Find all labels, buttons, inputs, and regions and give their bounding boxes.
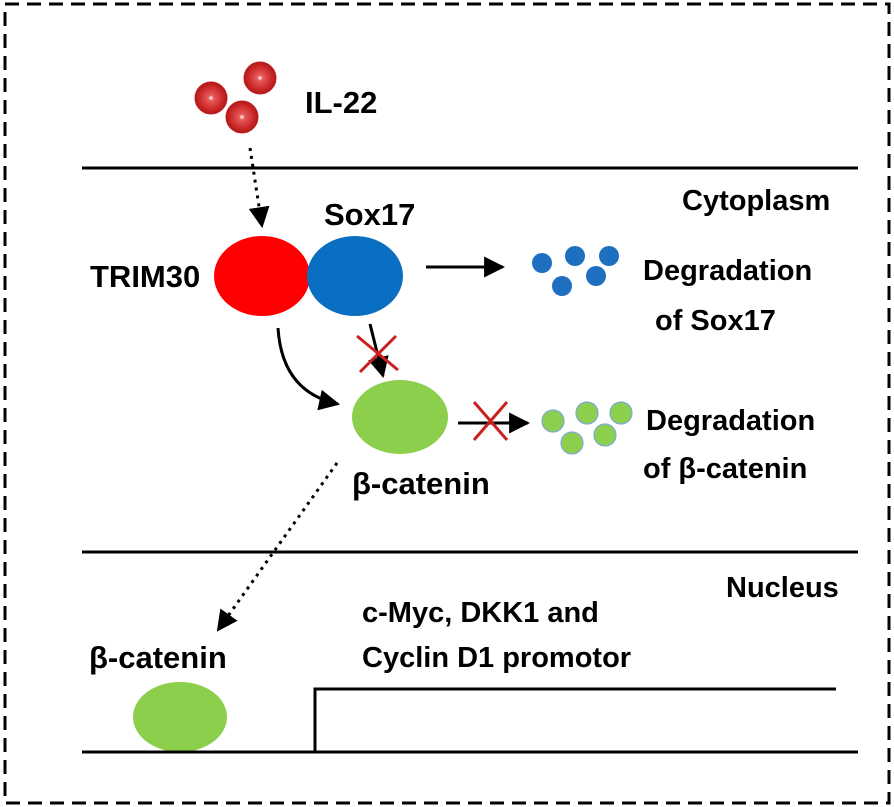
dashed-frame (3, 2, 891, 805)
trim30-to-bcat-arrow (276, 327, 341, 411)
degradation-sox17-line2: of Sox17 (655, 305, 776, 337)
trim30-protein (214, 236, 310, 316)
sox17-to-bcat-arrow (368, 323, 389, 379)
trim30-label: TRIM30 (90, 259, 200, 294)
bcat-nucleus-label: β-catenin (89, 640, 227, 675)
bcat-nucleus-protein (133, 682, 227, 752)
bcat-cytoplasm-label: β-catenin (352, 466, 490, 501)
degradation-bcat-line2: of β-catenin (643, 453, 807, 485)
promoter-label-line2: Cyclin D1 promotor (362, 642, 631, 674)
bcat-fragments-icon (541, 401, 633, 455)
bcat-cytoplasm-protein (352, 380, 448, 454)
degradation-sox17-line1: Degradation (643, 255, 812, 287)
degradation-bcat-line1: Degradation (646, 405, 815, 437)
il22-particles-icon (194, 61, 277, 134)
promoter-label-line1: c-Myc, DKK1 and (362, 597, 599, 629)
il22-label: IL-22 (305, 85, 377, 120)
cytoplasm-label: Cytoplasm (682, 185, 830, 217)
inhibit-cross-icon (356, 334, 399, 374)
il22-to-trim30-arrow (248, 147, 270, 229)
sox17-protein (307, 236, 403, 316)
sox17-fragments-icon (532, 246, 619, 296)
bcat-nuclear-translocation-arrow (216, 462, 339, 632)
nucleus-label: Nucleus (726, 572, 839, 604)
sox17-label: Sox17 (324, 197, 415, 232)
promoter-transcription-start (313, 687, 836, 752)
inhibit-cross-icon (472, 401, 509, 441)
